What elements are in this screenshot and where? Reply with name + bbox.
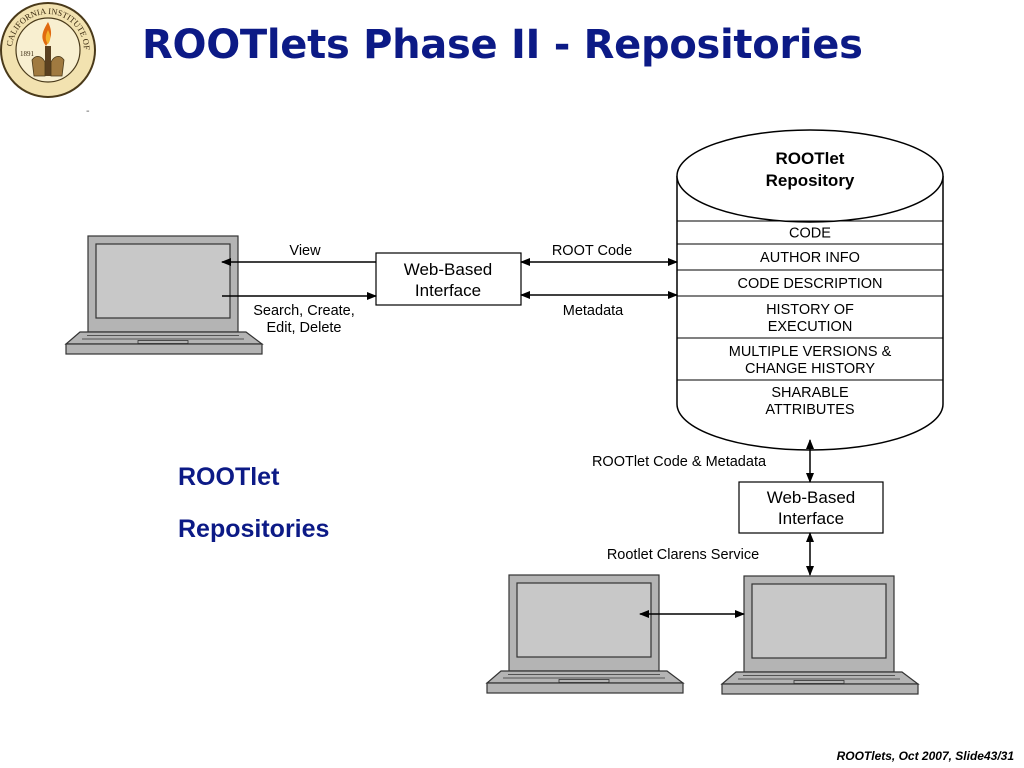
web-interface-top-line1: Web-Based [404,260,493,279]
repository-row-3-line2: EXECUTION [768,319,853,335]
web-interface-top-box [375,252,522,306]
slide-title: ROOTlets Phase II - Repositories [142,22,863,68]
repository-title-line1: ROOTlet [776,149,845,168]
web-interface-bottom-line2: Interface [778,509,844,528]
root-code-label: ROOT Code [552,243,632,259]
web-interface-top-line2: Interface [415,281,481,300]
web-interface-bottom-box [738,481,884,534]
repository-row-1-line1: AUTHOR INFO [760,250,860,266]
laptop-peer-left-icon [486,574,684,694]
clarens-label: Rootlet Clarens Service [607,547,759,563]
subtitle-line2: Repositories [178,515,330,543]
web-interface-bottom-line1: Web-Based [767,488,856,507]
repository-row-4-line2: CHANGE HISTORY [745,361,875,377]
repository-row-3-line1: HISTORY OF [766,302,854,318]
metadata-label: Metadata [563,303,624,319]
slide-mark: - [86,106,90,117]
seal-year: 1891 [20,50,35,58]
repository-row-5-line2: ATTRIBUTES [765,402,854,418]
laptop-peer-right-icon [721,575,919,695]
view-label: View [289,243,321,259]
slide-footer: ROOTlets, Oct 2007, Slide43/31 [836,749,1014,763]
repository-row-0-line1: CODE [789,226,831,242]
search-label-line2: Edit, Delete [267,320,342,336]
repository-rows: CODE AUTHOR INFO CODE DESCRIPTION HISTORY O… [729,226,892,419]
repository-title-line2: Repository [766,171,855,190]
laptop-client-icon [65,235,263,355]
repository-row-5-line1: SHARABLE [771,385,849,401]
repository-row-2-line1: CODE DESCRIPTION [737,276,882,292]
subtitle-line1: ROOTlet [178,463,280,491]
caltech-seal-logo: 1891 CALIFORNIA INSTITUTE OF TECHNOLOGY [0,0,96,98]
search-label-line1: Search, Create, [253,303,355,319]
repository-row-4-line1: MULTIPLE VERSIONS & [729,344,892,360]
code-metadata-label: ROOTlet Code & Metadata [592,454,767,470]
